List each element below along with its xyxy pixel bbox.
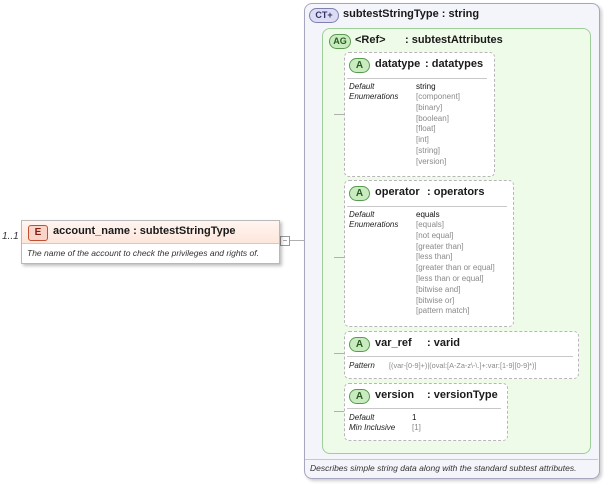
attribute-var-ref-separator [347, 356, 573, 357]
attribute-operator-default-label: Default [349, 210, 375, 219]
attribute-group-ref: <Ref> [355, 34, 386, 46]
attribute-version-min-label: Min Inclusive [349, 423, 396, 432]
enum-item: [boolean] [416, 113, 449, 123]
expand-toggle-icon[interactable]: − [280, 236, 290, 246]
enum-item: [string] [416, 145, 441, 155]
attribute-datatype-name: datatype [375, 58, 421, 70]
attribute-datatype-enum-label: Enumerations [349, 92, 399, 101]
attribute-operator-enum-list: [equals] [not equal] [greater than] [les… [416, 220, 495, 317]
enum-item: [int] [416, 135, 429, 145]
attribute-version-default-value: 1 [412, 413, 417, 422]
attribute-operator-default-value: equals [416, 210, 440, 219]
attribute-var-ref-badge-icon: A [349, 337, 370, 352]
attribute-datatype-default-label: Default [349, 82, 375, 91]
attribute-var-ref-type: : varid [427, 337, 461, 349]
attribute-var-ref[interactable] [344, 331, 579, 379]
enum-item: [less than or equal] [416, 273, 484, 283]
attribute-datatype-badge-icon: A [349, 58, 370, 73]
connector-attr-version [334, 411, 344, 412]
attribute-version[interactable] [344, 383, 508, 441]
enum-item: [pattern match] [416, 306, 470, 316]
enum-item: [less than] [416, 252, 453, 262]
element-documentation: The name of the account to check the pri… [27, 248, 259, 258]
attribute-version-badge-icon: A [349, 389, 370, 404]
attribute-version-name: version [375, 389, 415, 401]
enum-item: [binary] [416, 102, 443, 112]
enum-item: [greater than or equal] [416, 263, 495, 273]
attribute-operator-enum-label: Enumerations [349, 220, 399, 229]
attribute-version-type: : versionType [427, 389, 498, 401]
attribute-datatype-default-value: string [416, 82, 436, 91]
attribute-group-name: : subtestAttributes [405, 34, 503, 46]
attribute-version-separator [347, 408, 501, 409]
complex-type-documentation: Describes simple string data along with … [310, 463, 577, 473]
element-title: account_name : subtestStringType [53, 225, 236, 237]
complex-type-title: subtestStringType : string [343, 8, 480, 20]
enum-item: [bitwise and] [416, 284, 461, 294]
attribute-operator-name: operator [375, 186, 420, 198]
attribute-group-badge-icon: AG [329, 34, 351, 49]
attribute-operator-badge-icon: A [349, 186, 370, 201]
enum-item: [bitwise or] [416, 295, 455, 305]
attribute-datatype-enum-list: [component] [binary] [boolean] [float] [… [416, 92, 460, 168]
element-multiplicity: 1..1 [2, 231, 19, 242]
enum-item: [component] [416, 92, 461, 101]
attribute-operator-separator [347, 206, 507, 207]
connector-attr-var-ref [334, 353, 344, 354]
attribute-var-ref-name: var_ref [375, 337, 412, 349]
attribute-datatype-type: : datatypes [425, 58, 484, 70]
attribute-var-ref-pattern-label: Pattern [349, 361, 375, 370]
attribute-var-ref-pattern-value: [(var-[0-9]+)|(oval:[A-Za-z\-\.]+:var:[1… [389, 361, 537, 370]
enum-item: [equals] [416, 220, 445, 229]
element-account-name[interactable]: E account_name : subtestStringType The n… [21, 220, 280, 264]
attribute-datatype[interactable] [344, 52, 495, 177]
attribute-datatype-separator [347, 78, 487, 79]
complex-type-doc-separator [305, 459, 598, 460]
enum-item: [version] [416, 156, 447, 166]
enum-item: [not equal] [416, 230, 454, 240]
connector-attr-operator [334, 257, 344, 258]
element-badge-icon: E [28, 225, 48, 241]
attribute-operator[interactable] [344, 180, 514, 327]
attribute-version-default-label: Default [349, 413, 375, 422]
enum-item: [greater than] [416, 241, 464, 251]
connector-attr-datatype [334, 114, 344, 115]
attribute-version-min-value: [1] [412, 423, 421, 432]
enum-item: [float] [416, 124, 436, 134]
complex-type-badge-icon: CT+ [309, 8, 339, 23]
attribute-operator-type: : operators [427, 186, 485, 198]
